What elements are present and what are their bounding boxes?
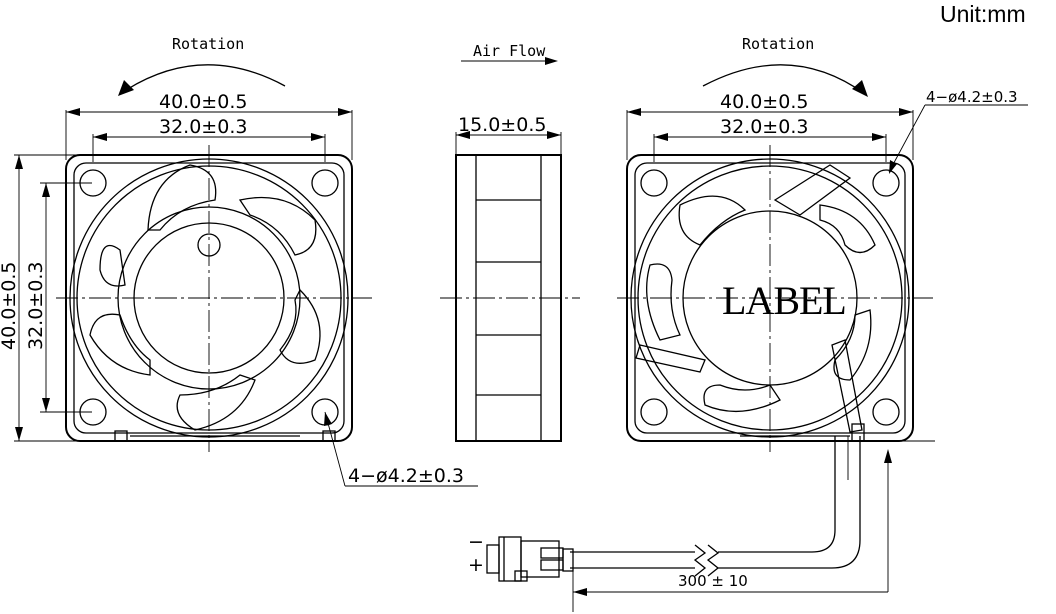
cable-length-arrowhead [884, 449, 892, 463]
front-height-dim: 40.0±0.5 [0, 262, 20, 350]
front-rotation-arrowhead [118, 80, 134, 96]
front-mount-hole-bl [79, 398, 107, 426]
rear-width-dim: 40.0±0.5 [720, 91, 808, 113]
side-depth-dim: 15.0±0.5 [458, 114, 546, 136]
rear-label-text: LABEL [722, 278, 846, 323]
rear-rotation-arrowhead [852, 80, 868, 97]
side-view: Air Flow 15.0±0.5 [440, 42, 580, 442]
front-vertical-hole-spacing-dim: 32.0±0.3 [25, 262, 47, 350]
rear-mount-hole-tl [640, 169, 668, 197]
rear-impeller-blades [646, 195, 876, 413]
cable-length-dim: 300 ± 10 [678, 572, 748, 590]
front-rotation-arc [119, 64, 286, 95]
front-hole-callout: 4−ø4.2±0.3 [348, 465, 464, 487]
rear-strut-left [635, 344, 706, 373]
rear-strut-top [773, 164, 852, 216]
connector-minus-sign: − [468, 531, 484, 553]
rear-mount-hole-tr [872, 169, 900, 197]
connector-plus-sign: + [468, 554, 484, 576]
airflow-label: Air Flow [473, 42, 546, 60]
connector-housing [486, 536, 574, 582]
rear-hole-spacing-dim: 32.0±0.3 [720, 116, 808, 138]
front-hole-spacing-dim: 32.0±0.3 [159, 116, 247, 138]
rear-strut-right [831, 339, 863, 433]
rear-rotation-arc [702, 64, 866, 95]
front-rotation-label: Rotation [172, 35, 244, 53]
front-width-dim: 40.0±0.5 [159, 91, 247, 113]
front-mount-hole-tl [79, 169, 107, 197]
rear-mount-hole-br [872, 398, 900, 426]
cable-outer-top [718, 436, 836, 553]
rear-mount-hole-bl [640, 398, 668, 426]
front-mount-hole-tr [311, 169, 339, 197]
cable-outer-bottom [718, 436, 861, 569]
front-impeller-blades [89, 164, 321, 431]
front-view: Rotation 40.0±0.5 32.0±0.3 40.0±0.5 32.0… [0, 35, 478, 487]
cable-break-left [693, 544, 707, 577]
rear-rotation-label: Rotation [742, 35, 814, 53]
airflow-arrowhead [545, 57, 558, 65]
cable-break-right [706, 544, 720, 577]
cable-assembly: − + 300 ± 10 [468, 436, 892, 612]
rear-hole-callout: 4−ø4.2±0.3 [926, 88, 1018, 106]
rear-view: Rotation 40.0±0.5 32.0±0.3 4−ø4.2±0.3 [617, 35, 1028, 452]
unit-label: Unit:mm [940, 1, 1026, 27]
